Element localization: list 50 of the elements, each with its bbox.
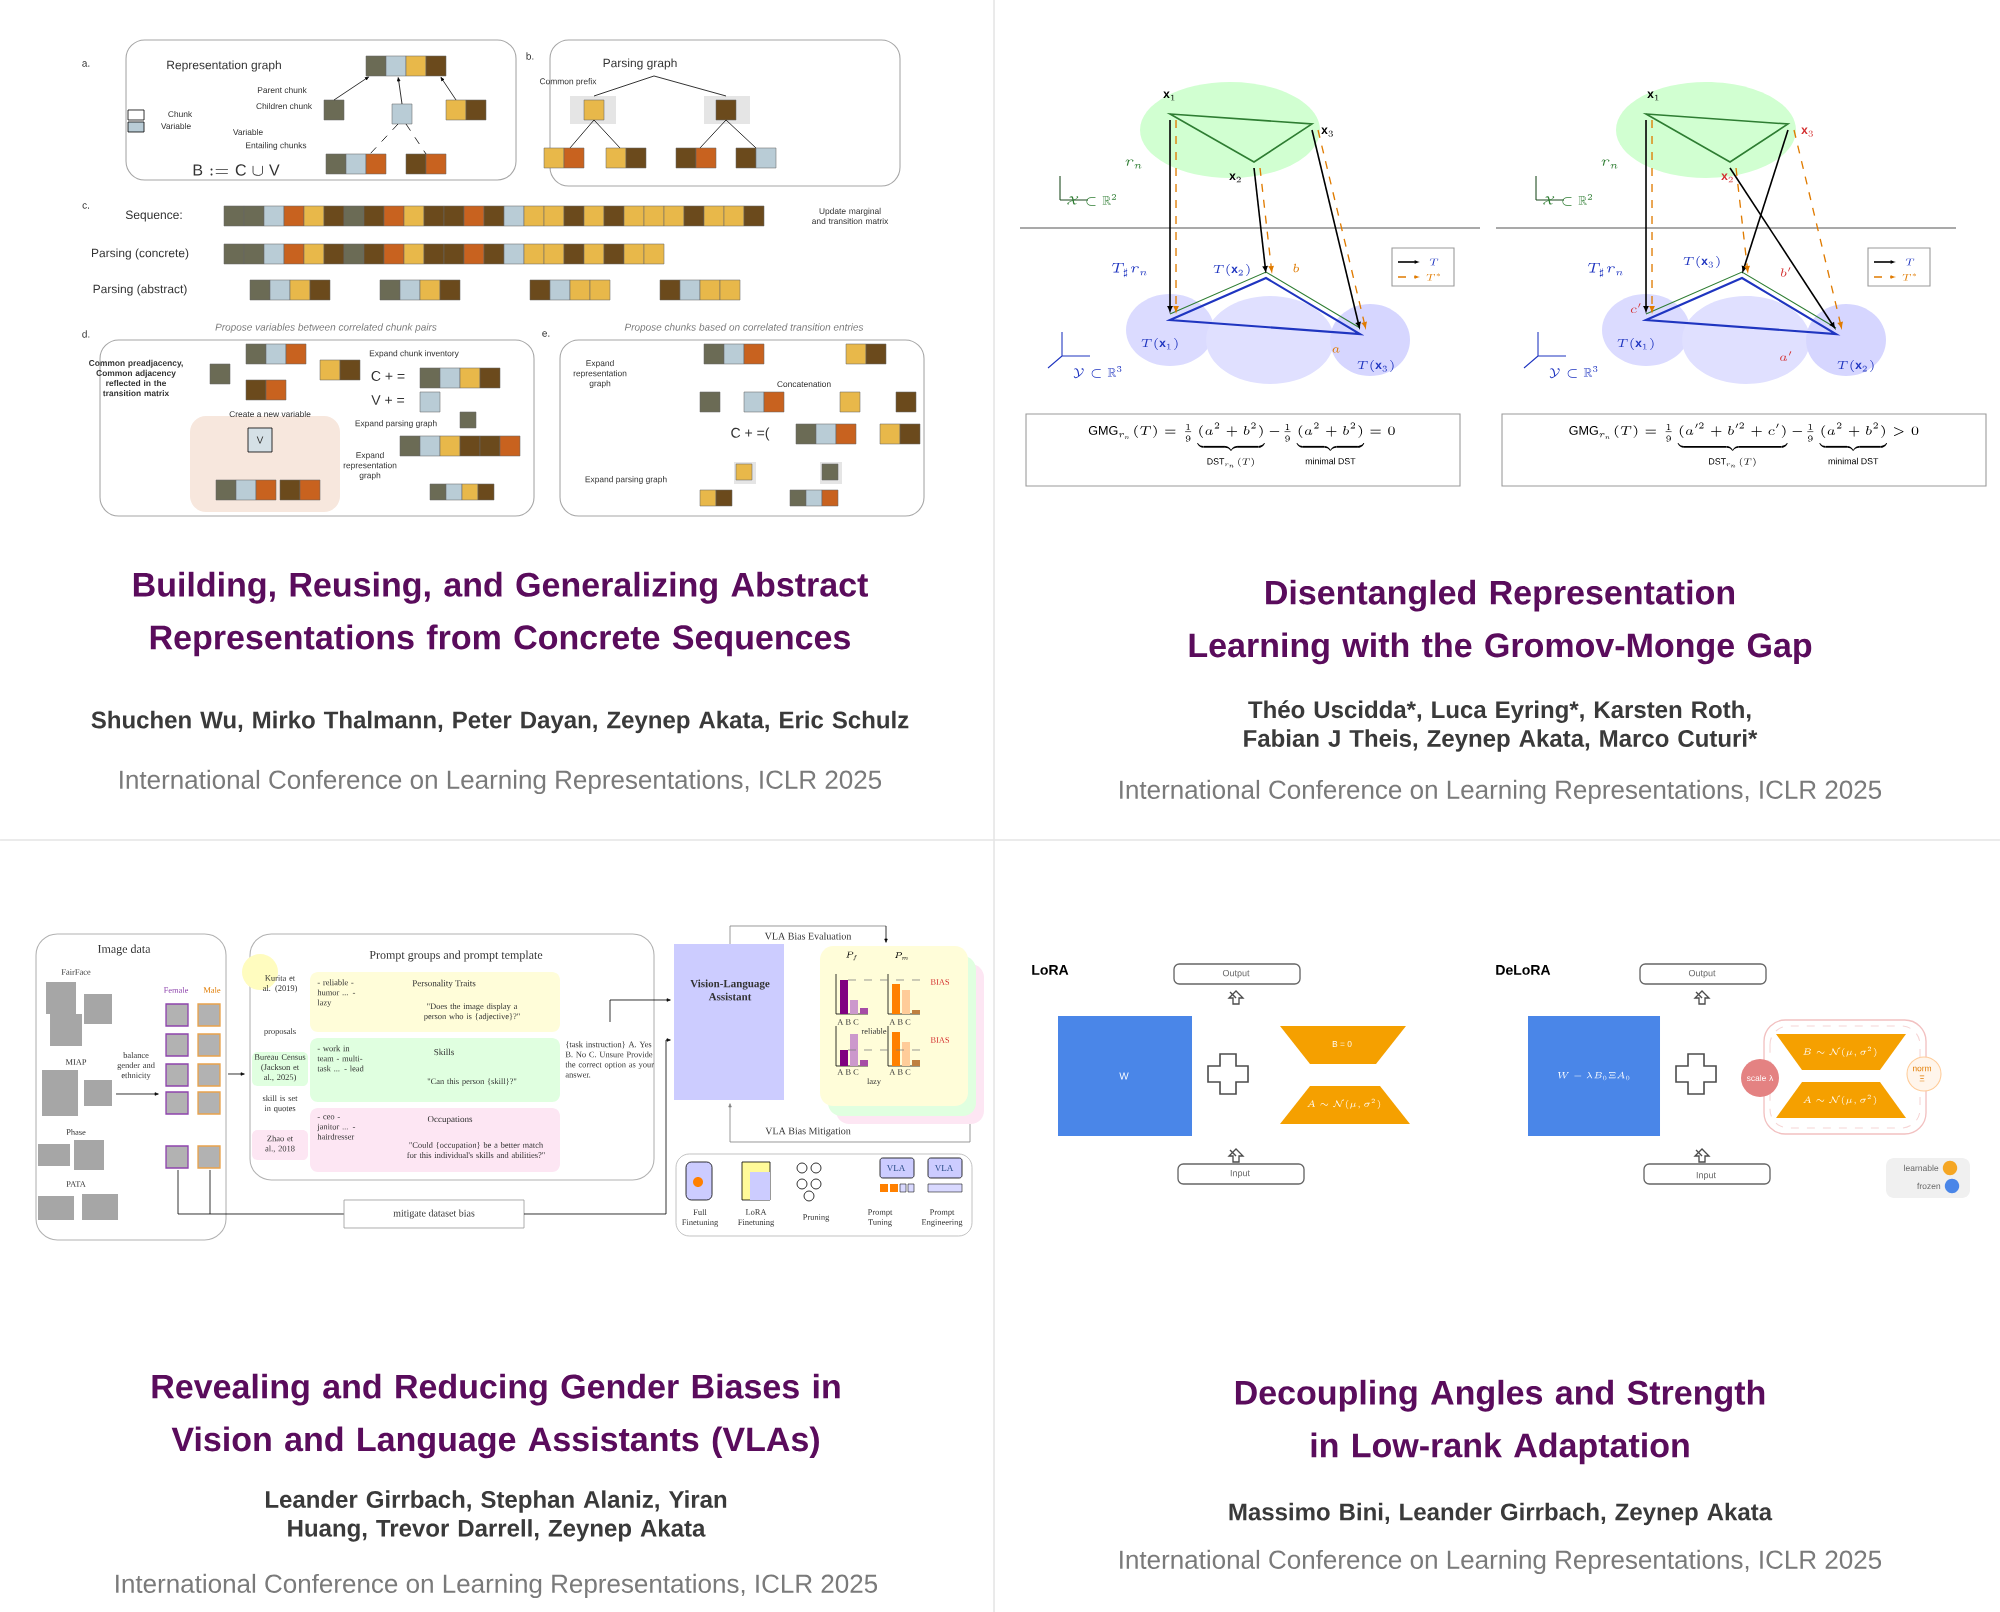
paper-title: Disentangled Representation Learning with the Gromov-Monge Gap bbox=[1189, 579, 1812, 665]
math-label: $T^{*}$ bbox=[1902, 273, 1916, 281]
math-label: $\mathcal{X} \subset \mathbb{R}^2$ bbox=[1067, 194, 1116, 206]
math-label: $\mathbf{x}_1$ bbox=[1163, 91, 1175, 101]
math-label: $\mathbf{x}_3$ bbox=[1321, 127, 1333, 137]
paper-title: Revealing and Reducing Gender Biases in Vision and Language Assistants (VLAs) bbox=[152, 1373, 840, 1459]
math-label: $T$ bbox=[1429, 258, 1439, 266]
math-label: $\mathbf{x}_1$ bbox=[1647, 91, 1659, 101]
math-label: $T$ bbox=[1905, 258, 1915, 266]
math-label: $T^{*}$ bbox=[1426, 273, 1440, 281]
math-label: $T(\mathbf{x}_3)$ bbox=[1683, 256, 1720, 268]
author-list: Massimo Bini, Leander Girrbach, Zeynep Akata bbox=[1229, 1502, 1773, 1526]
author-list: Shuchen Wu, Mirko Thalmann, Peter Dayan, Zeynep Akata, Eric Schulz bbox=[91, 710, 909, 734]
math-label: $\mathbf{x}_2$ bbox=[1229, 173, 1241, 183]
venue-text: International Conference on Learning Representations, ICLR 2025 bbox=[1120, 779, 1882, 805]
math-label: $T(\mathbf{x}_1)$ bbox=[1141, 338, 1178, 350]
venue-text: International Conference on Learning Representations, ICLR 2025 bbox=[120, 769, 882, 795]
math-label: $r_n$ bbox=[1125, 159, 1142, 169]
math-label: $T(\mathbf{x}_1)$ bbox=[1617, 338, 1654, 350]
formula: $\mathrm{GMG}_{r_n}(T) = \tfrac{1}{9}\underbrace{(a'^2+b'^2+c')}_{\mathrm{DST}_{r_n}(T)} - \tfrac{1}{9}\underbrace{(a^2+b^2)}_{\text{minimal DST}} > 0$ bbox=[1569, 422, 1919, 468]
math-label: $\mathbf{x}_2$ bbox=[1721, 173, 1733, 183]
math-label: $\mathcal{X} \subset \mathbb{R}^2$ bbox=[1543, 194, 1592, 206]
author-list: Théo Uscidda*, Luca Eyring*, Karsten Roth, Fabian J Theis, Zeynep Akata, Marco Cuturi* bbox=[1244, 700, 1758, 752]
math-label: $\mathcal{Y} \subset \mathbb{R}^3$ bbox=[1549, 366, 1598, 379]
paper-title: Decoupling Angles and Strength in Low-rank Adaptation bbox=[1235, 1379, 1765, 1465]
math-label: $P_f$ bbox=[846, 951, 857, 961]
math-label: $\mathcal{Y} \subset \mathbb{R}^3$ bbox=[1073, 366, 1122, 379]
math-label: $T(\mathbf{x}_3)$ bbox=[1357, 360, 1394, 372]
math-label: $b'$ bbox=[1781, 267, 1791, 277]
math-label: $T(\mathbf{x}_2)$ bbox=[1837, 360, 1874, 372]
math-label: $P_m$ bbox=[895, 952, 909, 960]
math-label: $A \sim \mathcal{N}(\mu, \sigma^2)$ bbox=[1307, 1098, 1381, 1109]
paper-title: Building, Reusing, and Generalizing Abstract Representations from Concrete Sequences bbox=[133, 571, 868, 657]
venue-text: International Conference on Learning Representations, ICLR 2025 bbox=[116, 1573, 878, 1599]
math-label: $B \sim \mathcal{N}(\mu, \sigma^2)$ bbox=[1803, 1046, 1877, 1057]
math-label: $b$ bbox=[1293, 263, 1299, 273]
math-label: $A \sim \mathcal{N}(\mu, \sigma^2)$ bbox=[1803, 1094, 1877, 1105]
math-label: $r_n$ bbox=[1601, 159, 1618, 169]
math-label: $W - \lambda B_0 \Xi A_0$ bbox=[1558, 1071, 1630, 1081]
math-label: $c'$ bbox=[1630, 303, 1641, 313]
author-list: Leander Girrbach, Stephan Alaniz, Yiran Huang, Trevor Darrell, Zeynep Akata bbox=[266, 1490, 727, 1542]
formula: $\mathrm{GMG}_{r_n}(T) = \tfrac{1}{9}\underbrace{(a^2+b^2)}_{\mathrm{DST}_{r_n}(T)} - \tfrac{1}{9}\underbrace{(a^2+b^2)}_{\text{minimal DST}} = 0$ bbox=[1088, 422, 1395, 468]
math-label: $\mathbf{x}_3$ bbox=[1801, 127, 1813, 137]
math-label: $a'$ bbox=[1780, 351, 1792, 361]
math-label: $T(\mathbf{x}_2)$ bbox=[1213, 264, 1250, 276]
math-label: $\mathrm{B} := \mathrm{C} \cup \mathrm{V}$ bbox=[193, 164, 280, 176]
math-label: $a$ bbox=[1332, 347, 1340, 353]
math-label: $T_\sharp r_n$ bbox=[1588, 262, 1623, 278]
venue-text: International Conference on Learning Representations, ICLR 2025 bbox=[1120, 1549, 1882, 1575]
math-label: $T_\sharp r_n$ bbox=[1112, 262, 1147, 278]
